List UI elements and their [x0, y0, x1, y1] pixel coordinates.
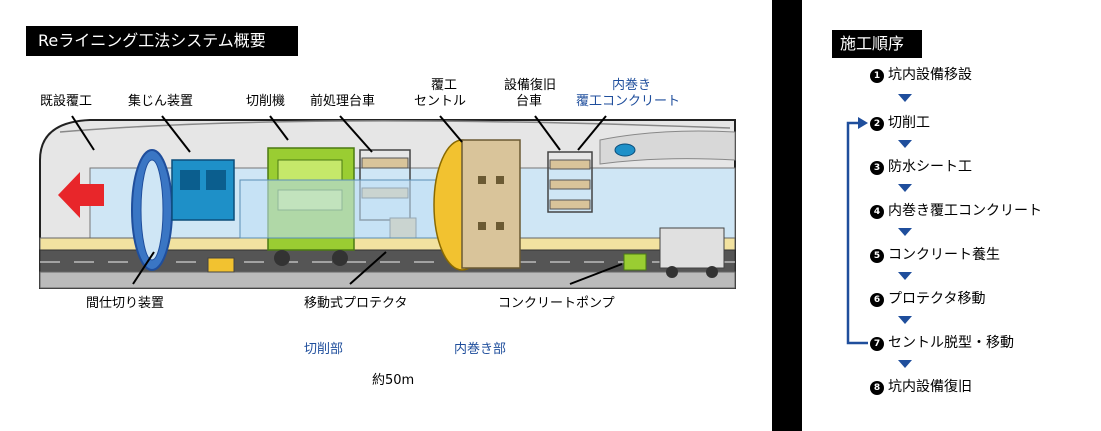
- sequence-step: 2 切削工: [870, 114, 930, 132]
- label-cutter: 切削機: [246, 94, 286, 109]
- step-number: 6: [870, 293, 884, 307]
- diagram-title: Reライニング工法システム概要: [26, 26, 298, 56]
- sequence-title: 施工順序: [832, 30, 922, 58]
- down-arrow-icon: [898, 272, 912, 280]
- down-arrow-icon: [898, 184, 912, 192]
- step-label: プロテクタ移動: [888, 291, 986, 307]
- label-inner-lining-section: 内巻き部: [454, 342, 507, 357]
- label-lining-centre-2: セントル: [414, 94, 467, 109]
- down-arrow-icon: [898, 316, 912, 324]
- down-arrow-icon: [898, 360, 912, 368]
- label-cutting-section: 切削部: [304, 342, 344, 357]
- label-inner-lining-1: 内巻き: [612, 78, 652, 93]
- step-label: セントル脱型・移動: [888, 335, 1014, 351]
- down-arrow-icon: [898, 140, 912, 148]
- step-number: 2: [870, 117, 884, 131]
- direction-arrow: [58, 172, 104, 218]
- lining-centre: [461, 139, 521, 269]
- step-label: 防水シート工: [888, 159, 972, 175]
- step-number: 5: [870, 249, 884, 263]
- floor-base: [39, 271, 736, 289]
- step-number: 4: [870, 205, 884, 219]
- inner-lining: [599, 130, 736, 165]
- label-dust-collector: 集じん装置: [128, 94, 194, 109]
- tunnel-ceiling: [59, 120, 731, 133]
- step-label: 坑内設備移設: [888, 67, 972, 83]
- sequence-step: 3 防水シート工: [870, 158, 972, 176]
- label-existing-lining: 既設覆工: [40, 94, 93, 109]
- label-lining-centre-1: 覆工: [430, 78, 457, 93]
- label-partition-device: 間仕切り装置: [86, 296, 165, 311]
- label-inner-lining-2: 覆工コンクリート: [576, 94, 681, 109]
- label-total-length: 約50m: [372, 373, 415, 388]
- tunnel-illustration: [39, 115, 736, 289]
- sequence-step: 5 コンクリート養生: [870, 246, 1000, 264]
- loader: [207, 257, 235, 273]
- label-mobile-protector: 移動式プロテクタ: [304, 296, 408, 311]
- label-pretreatment-cart: 前処理台車: [310, 94, 376, 109]
- step-number: 7: [870, 337, 884, 351]
- mixer-truck: [659, 227, 725, 269]
- sequence-step: 7 セントル脱型・移動: [870, 334, 1014, 352]
- step-label: 坑内設備復旧: [888, 379, 972, 395]
- step-label: 切削工: [888, 115, 930, 131]
- step-label: コンクリート養生: [888, 247, 1000, 263]
- step-label: 内巻き覆工コンクリート: [888, 203, 1042, 219]
- sequence-step: 6 プロテクタ移動: [870, 290, 985, 308]
- down-arrow-icon: [898, 94, 912, 102]
- sequence-step: 1 坑内設備移設: [870, 66, 972, 84]
- divider-bar: [772, 0, 802, 431]
- sequence-step: 8 坑内設備復旧: [870, 378, 972, 396]
- ventilation-duct: [614, 143, 636, 157]
- step-number: 8: [870, 381, 884, 395]
- label-equipment-cart-1: 設備復旧: [504, 78, 557, 93]
- down-arrow-icon: [898, 228, 912, 236]
- label-concrete-pump: コンクリートポンプ: [498, 296, 615, 311]
- step-number: 3: [870, 161, 884, 175]
- label-equipment-cart-2: 台車: [516, 94, 543, 109]
- partition-device-inner: [140, 159, 164, 261]
- concrete-pump: [623, 253, 647, 271]
- sequence-step: 4 内巻き覆工コンクリート: [870, 202, 1042, 220]
- equipment-cart: [547, 151, 593, 213]
- step-number: 1: [870, 69, 884, 83]
